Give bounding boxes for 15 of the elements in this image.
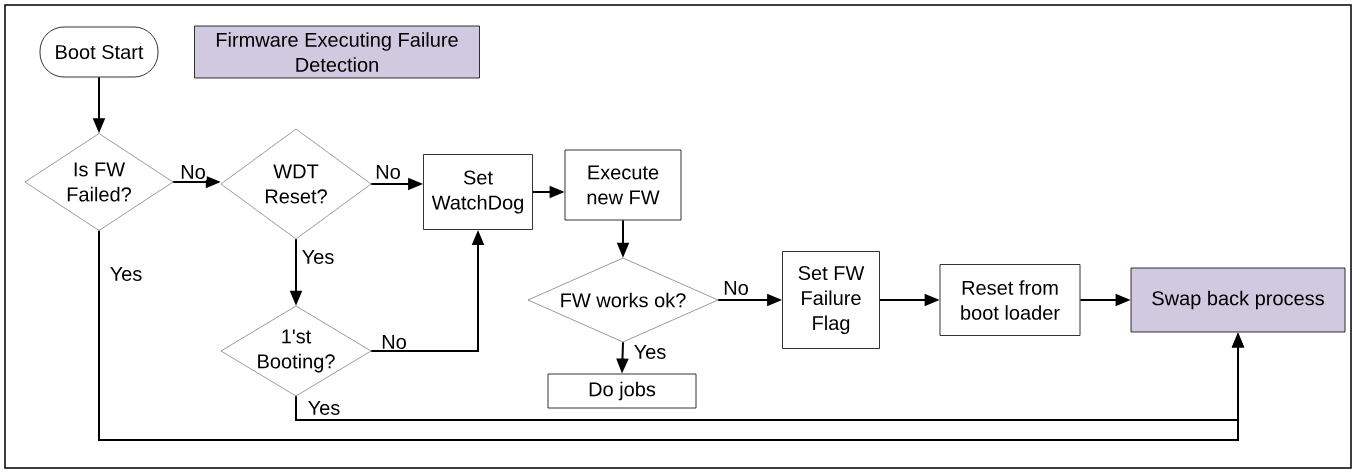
- edge-label: No: [374, 164, 402, 180]
- edge-label: No: [380, 334, 408, 350]
- edge-label: Yes: [632, 344, 668, 360]
- edge-label: Yes: [306, 400, 342, 416]
- edge-label: Yes: [108, 266, 144, 282]
- edge-label: Yes: [300, 249, 336, 265]
- process-box: Swap back process: [1130, 267, 1346, 333]
- process-box: Do jobs: [547, 373, 697, 409]
- title-box: Firmware Executing Failure Detection: [194, 25, 480, 79]
- process-box: Reset from boot loader: [939, 264, 1081, 336]
- edge-label: No: [722, 280, 750, 296]
- process-box: Set WatchDog: [423, 154, 533, 230]
- edge-label: No: [179, 164, 207, 180]
- process-box: Set FW Failure Flag: [782, 251, 880, 349]
- process-box: Execute new FW: [564, 149, 682, 221]
